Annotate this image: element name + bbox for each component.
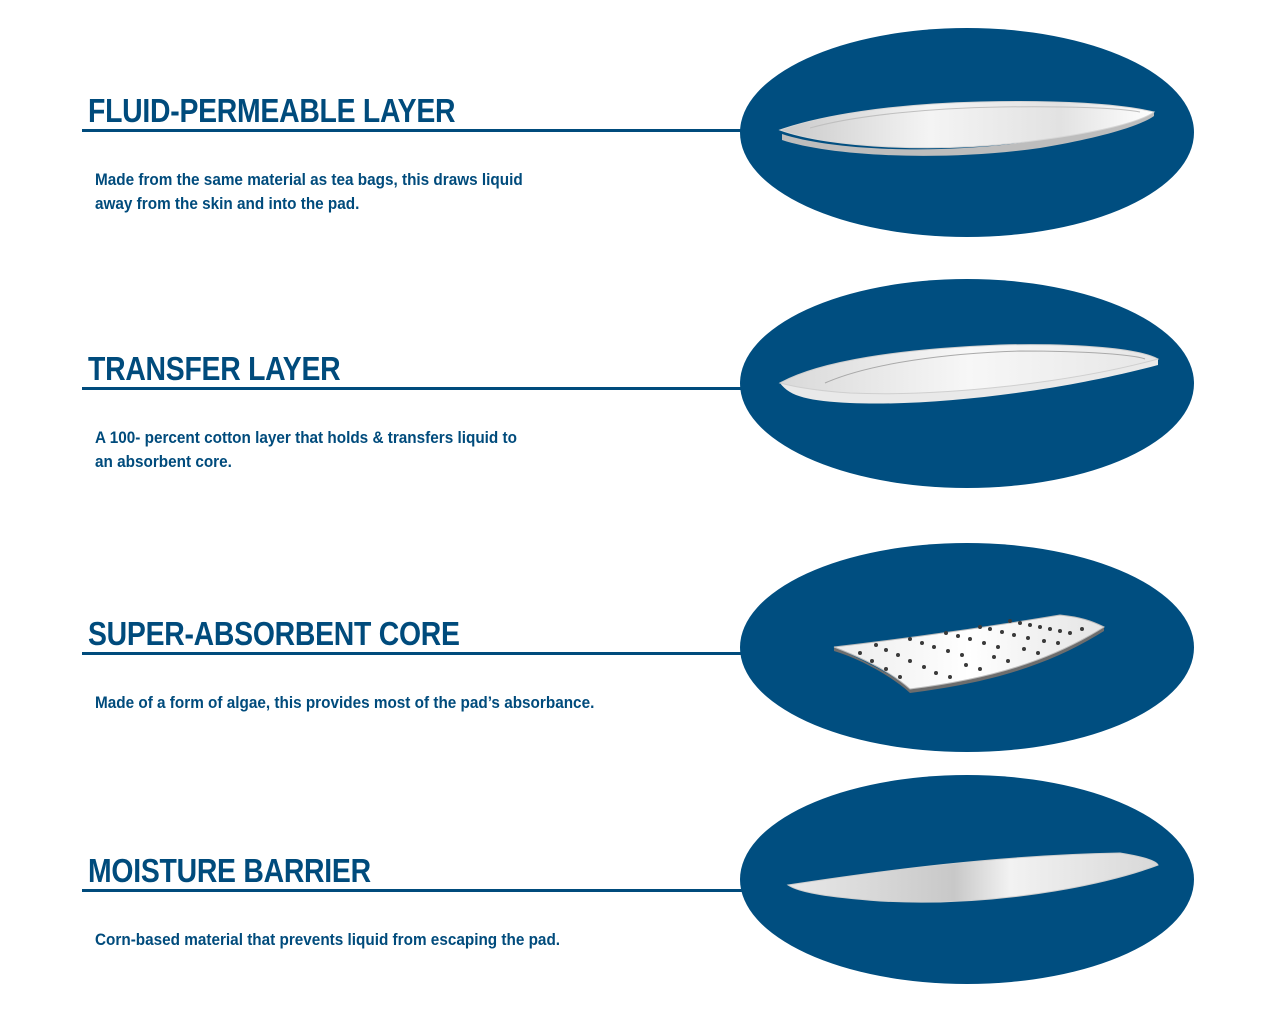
layer-description: Made from the same material as tea bags,…	[95, 168, 599, 216]
layer-title: SUPER-ABSORBENT CORE	[88, 615, 460, 652]
moisture-barrier-illustration	[786, 852, 1159, 903]
layer-description-line: away from the skin and into the pad.	[95, 194, 360, 213]
layer-title-rule	[82, 652, 752, 655]
layer-description-line: Made of a form of algae, this provides m…	[95, 693, 595, 712]
layer-description: Corn-based material that prevents liquid…	[95, 928, 599, 952]
layer-description-line: Corn-based material that prevents liquid…	[95, 930, 561, 949]
layer-title-rule	[82, 889, 752, 892]
layer-title: MOISTURE BARRIER	[88, 852, 371, 889]
layer-description: Made of a form of algae, this provides m…	[95, 691, 599, 715]
layer-description-line: Made from the same material as tea bags,…	[95, 170, 523, 189]
layer-description-line: an absorbent core.	[95, 452, 232, 471]
core-perforation-dots	[858, 619, 1084, 679]
layer-title-rule	[82, 387, 752, 390]
layer-title: FLUID-PERMEABLE LAYER	[88, 92, 456, 129]
layer-title-rule	[82, 129, 752, 132]
transfer-layer-illustration	[778, 344, 1160, 404]
layer-description-line: A 100- percent cotton layer that holds &…	[95, 428, 517, 447]
layer-description: A 100- percent cotton layer that holds &…	[95, 426, 599, 474]
layer-title: TRANSFER LAYER	[88, 350, 341, 387]
super-absorbent-core-illustration	[833, 614, 1106, 693]
fluid-permeable-layer-illustration	[778, 101, 1156, 156]
